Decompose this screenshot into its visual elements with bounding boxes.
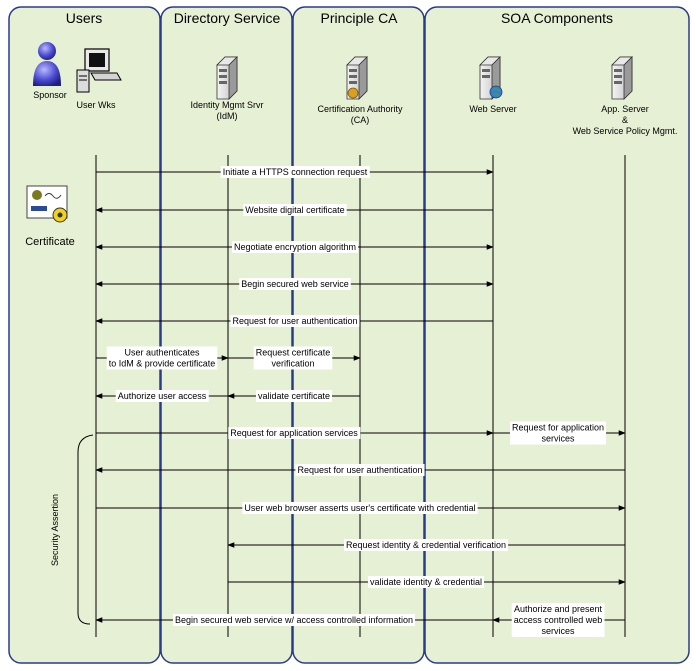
app-server-label-line2: & xyxy=(622,115,628,125)
message-label-5: Request for user authentication xyxy=(232,316,357,326)
message-label-2: Website digital certificate xyxy=(245,205,344,215)
message-label-bg-15 xyxy=(367,576,485,588)
messages: Initiate a HTTPS connection requestWebsi… xyxy=(95,166,626,637)
message-label-bg-3 xyxy=(231,241,359,253)
message-label-bg-4 xyxy=(239,278,351,290)
message-label-16: Begin secured web service w/ access cont… xyxy=(175,615,413,625)
certificate-icon xyxy=(26,185,68,223)
message-label-bg-1 xyxy=(220,166,370,178)
sponsor-label: Sponsor xyxy=(33,90,67,100)
app-server-label-line1: App. Server xyxy=(601,104,649,114)
message-label-bg-6 xyxy=(106,346,218,370)
app-server-label-line3: Web Service Policy Mgmt. xyxy=(573,126,678,136)
message-label-9: validate certificate xyxy=(258,391,330,401)
sponsor-person-icon xyxy=(33,42,61,86)
message-label-bg-5 xyxy=(230,315,360,327)
idm-label-line1: Identity Mgmt Srvr xyxy=(190,100,263,110)
message-label-bg-10 xyxy=(228,427,361,439)
lane-title-soa-components: SOA Components xyxy=(501,10,613,26)
lane-title-principle-ca: Principle CA xyxy=(320,10,398,26)
message-label-bg-12 xyxy=(295,464,425,476)
workstation-icon xyxy=(76,48,122,93)
message-label-14: Request identity & credential verificati… xyxy=(346,540,506,550)
message-label-bg-13 xyxy=(242,502,478,514)
security-assertion-label: Security Assertion xyxy=(50,494,60,566)
message-label-bg-14 xyxy=(343,539,509,551)
lane-title-users: Users xyxy=(66,10,103,26)
web-server-label: Web Server xyxy=(469,104,516,114)
message-label-13: User web browser asserts user's certific… xyxy=(244,503,475,513)
ca-label-line2: (CA) xyxy=(351,115,370,125)
message-label-12: Request for user authentication xyxy=(297,465,422,475)
message-label-1: Initiate a HTTPS connection request xyxy=(223,167,368,177)
message-label-3: Negotiate encryption algorithm xyxy=(234,242,356,252)
message-label-10: Request for application services xyxy=(230,428,358,438)
ca-server-icon xyxy=(346,56,368,100)
app-server-icon xyxy=(611,56,633,100)
idm-label-line2: (IdM) xyxy=(217,111,238,121)
message-label-bg-17 xyxy=(511,603,605,637)
message-label-bg-8 xyxy=(115,390,209,402)
lane-title-directory-service: Directory Service xyxy=(174,10,281,26)
user-wks-label: User Wks xyxy=(77,100,116,110)
lane-soa-components: SOA Components xyxy=(424,6,690,664)
message-label-bg-7 xyxy=(253,346,333,370)
lane-users: Users xyxy=(8,6,161,664)
message-label-15: validate identity & credential xyxy=(370,577,482,587)
message-label-bg-11 xyxy=(509,421,607,445)
idm-server-icon xyxy=(216,56,238,100)
certificate-label: Certificate xyxy=(25,236,75,248)
security-assertion-bracket xyxy=(77,434,94,625)
message-label-bg-16 xyxy=(172,614,416,626)
web-server-icon xyxy=(479,56,503,100)
message-label-bg-9 xyxy=(255,390,333,402)
ca-label-line1: Certification Authority xyxy=(317,104,403,114)
message-label-8: Authorize user access xyxy=(118,391,207,401)
message-label-bg-2 xyxy=(243,204,347,216)
message-label-4: Begin secured web service xyxy=(241,279,349,289)
